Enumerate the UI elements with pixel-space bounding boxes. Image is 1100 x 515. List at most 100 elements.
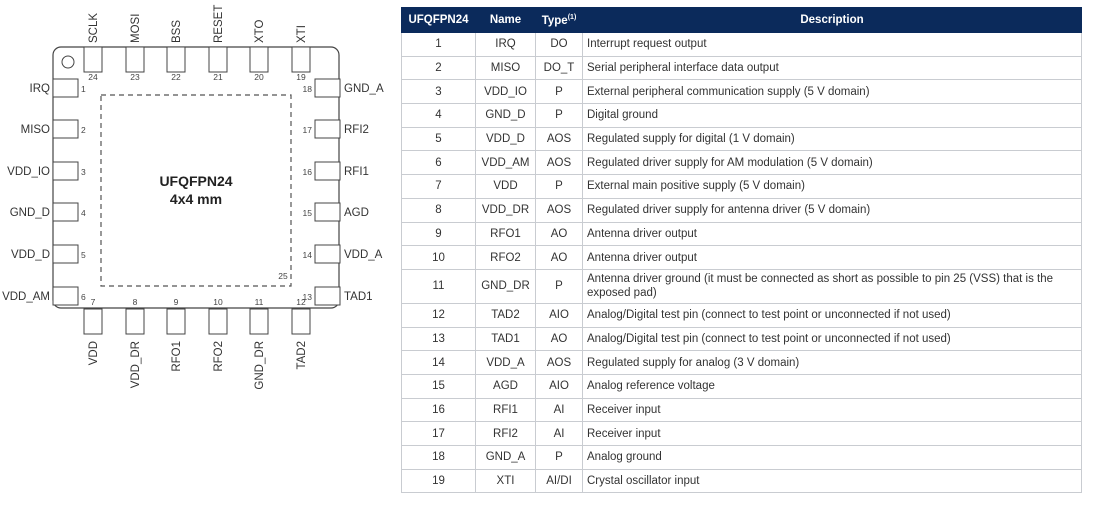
pin-name-bottom: TAD2 (296, 341, 308, 370)
cell-pin: 7 (401, 174, 476, 199)
cell-description: Analog reference voltage (582, 373, 1082, 399)
pad-right-4 (314, 202, 341, 222)
cell-pin: 12 (401, 302, 476, 328)
cell-pin: 18 (401, 445, 476, 470)
pad-bottom-5 (249, 308, 269, 335)
pin-number-top: 24 (88, 72, 98, 82)
cell-name: VDD_IO (475, 79, 536, 105)
cell-type: AOS (535, 197, 583, 223)
pin-number-right: 13 (303, 292, 313, 302)
pin-number-left: 4 (81, 208, 86, 218)
cell-name: RFI2 (475, 421, 536, 446)
pad-bottom-2 (125, 308, 145, 335)
cell-pin: 15 (401, 373, 476, 399)
header-type: Type(1) (535, 7, 583, 33)
cell-type: AIO (535, 302, 583, 328)
pin-name-top: BSS (171, 20, 183, 43)
cell-type: P (535, 103, 583, 128)
pin1-marker (61, 55, 75, 69)
cell-pin: 6 (401, 150, 476, 176)
cell-pin: 9 (401, 221, 476, 247)
cell-type: AOS (535, 150, 583, 176)
cell-pin: 10 (401, 245, 476, 270)
pin-name-left: IRQ (30, 83, 51, 95)
cell-description: Crystal oscillator input (582, 468, 1082, 494)
pin-number-bottom: 9 (174, 297, 179, 307)
pin-number-top: 20 (254, 72, 264, 82)
cell-description: Antenna driver output (582, 221, 1082, 247)
cell-description: Antenna driver output (582, 245, 1082, 270)
cell-description: Serial peripheral interface data output (582, 55, 1082, 81)
header-package: UFQFPN24 (401, 7, 476, 33)
cell-description: Analog/Digital test pin (connect to test… (582, 302, 1082, 328)
pad-left-1 (52, 78, 79, 98)
pin-name-top: XTI (296, 25, 308, 43)
pin-number-left: 3 (81, 167, 86, 177)
cell-type: P (535, 174, 583, 199)
cell-description: External peripheral communication supply… (582, 79, 1082, 105)
cell-type: AOS (535, 126, 583, 152)
pin-name-right: AGD (344, 207, 369, 219)
pin-number-top: 21 (213, 72, 223, 82)
pin-number-bottom: 7 (91, 297, 96, 307)
cell-description: Receiver input (582, 421, 1082, 446)
cell-type: AI/DI (535, 468, 583, 494)
cell-description: Regulated supply for analog (3 V domain) (582, 350, 1082, 375)
pin-name-right: TAD1 (344, 291, 373, 303)
cell-name: TAD2 (475, 302, 536, 328)
exposed-pad (100, 94, 292, 287)
cell-name: VDD_DR (475, 197, 536, 223)
cell-name: RFO2 (475, 245, 536, 270)
cell-name: RFO1 (475, 221, 536, 247)
cell-name: VDD_A (475, 350, 536, 375)
pad-top-1 (83, 46, 103, 73)
pin-name-top: MOSI (130, 14, 142, 43)
cell-type: AO (535, 326, 583, 352)
pin-name-bottom: RFO1 (171, 341, 183, 372)
pin-name-right: RFI2 (344, 124, 369, 136)
pad-right-2 (314, 119, 341, 139)
cell-name: GND_A (475, 445, 536, 470)
pin-name-right: GND_A (344, 83, 384, 95)
pin-number-right: 16 (303, 167, 313, 177)
pad-bottom-6 (291, 308, 311, 335)
package-name: UFQFPN24 (159, 173, 232, 189)
pin-name-bottom: VDD (88, 341, 100, 365)
cell-description: Analog ground (582, 445, 1082, 470)
pin-name-right: VDD_A (344, 249, 383, 261)
pin-name-right: RFI1 (344, 166, 369, 178)
pin-number-right: 15 (303, 208, 313, 218)
cell-type: AIO (535, 373, 583, 399)
pad-bottom-1 (83, 308, 103, 335)
pad-bottom-4 (208, 308, 228, 335)
cell-pin: 1 (401, 32, 476, 57)
cell-description: Regulated driver supply for antenna driv… (582, 197, 1082, 223)
pin-number-bottom: 12 (296, 297, 306, 307)
cell-type: AI (535, 421, 583, 446)
cell-description: Regulated supply for digital (1 V domain… (582, 126, 1082, 152)
cell-pin: 19 (401, 468, 476, 494)
pad-right-1 (314, 78, 341, 98)
pad-left-3 (52, 161, 79, 181)
pin-name-left: VDD_IO (7, 166, 50, 178)
pad-top-5 (249, 46, 269, 73)
pin-number-bottom: 8 (133, 297, 138, 307)
cell-type: AI (535, 397, 583, 423)
cell-description: Regulated driver supply for AM modulatio… (582, 150, 1082, 176)
pin-number-left: 5 (81, 250, 86, 260)
cell-type: P (535, 445, 583, 470)
cell-type: DO_T (535, 55, 583, 81)
cell-name: VDD (475, 174, 536, 199)
